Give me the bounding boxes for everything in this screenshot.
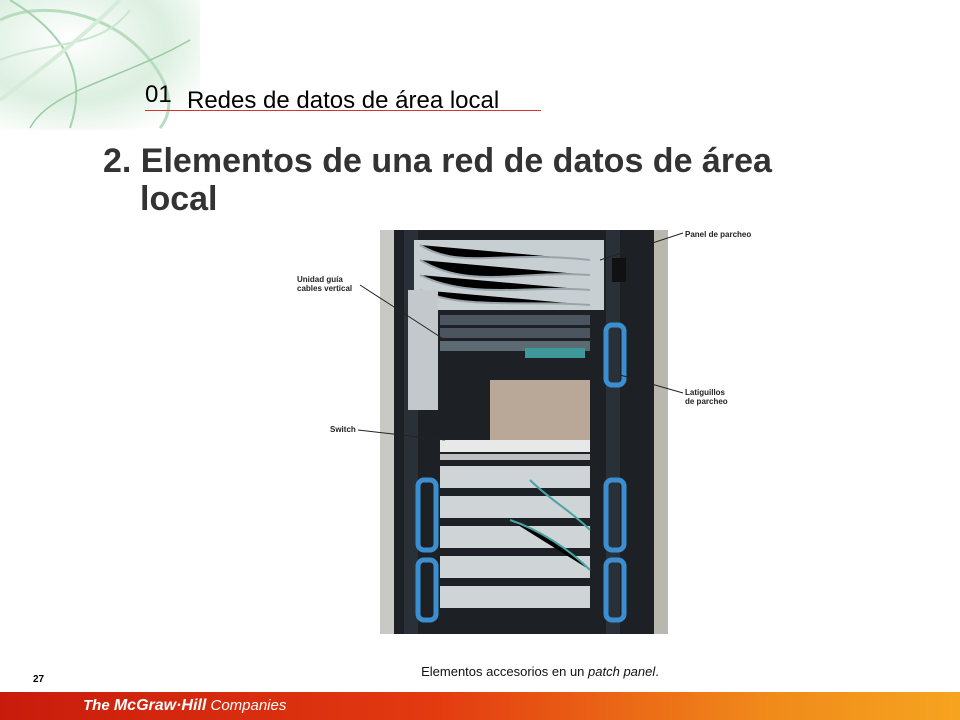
callout-latiguillos-line2: de parcheo — [685, 397, 728, 406]
logo-the: The — [83, 697, 114, 714]
decorative-swirl-graphic — [0, 0, 200, 130]
caption-emphasis: patch panel — [588, 664, 656, 679]
callout-unidad-guia-line1: Unidad guía — [297, 275, 343, 284]
logo-companies: Companies — [206, 697, 287, 714]
figure-caption: Elementos accesorios en un patch panel. — [300, 664, 780, 679]
chapter-title: Redes de datos de área local — [187, 87, 500, 114]
page-number: 27 — [33, 674, 45, 685]
mcgraw-hill-logo: The McGraw·Hill Companies — [83, 696, 286, 716]
slide-title-line1: 2. Elementos de una red de datos de área — [103, 142, 772, 180]
patch-panel-figure: Panel de parcheo Unidad guía cables vert… — [290, 225, 760, 640]
slide-title-line2: local — [140, 180, 218, 218]
callout-panel-parcheo: Panel de parcheo — [685, 230, 751, 239]
footer-bar: The McGraw·Hill Companies — [0, 692, 960, 720]
chapter-header: 01 Redes de datos de área local — [145, 81, 541, 114]
caption-suffix: . — [655, 664, 659, 679]
callout-unidad-guia-line2: cables vertical — [297, 284, 353, 293]
slide-title: 2. Elementos de una red de datos de área… — [103, 142, 883, 218]
chapter-number: 01 — [145, 81, 172, 108]
caption-prefix: Elementos accesorios en un — [421, 664, 589, 679]
callout-switch: Switch — [330, 425, 356, 434]
callout-unidad-guia: Unidad guía cables vertical — [297, 275, 352, 293]
callout-latiguillos: Latiguillos de parcheo — [685, 388, 728, 406]
chapter-underline — [145, 110, 541, 111]
patch-rack-photo — [380, 230, 668, 634]
callout-switch-text: Switch — [330, 425, 356, 434]
logo-brand: McGraw·Hill — [113, 697, 207, 714]
callout-latiguillos-line1: Latiguillos — [685, 388, 725, 397]
callout-panel-parcheo-text: Panel de parcheo — [685, 230, 752, 239]
